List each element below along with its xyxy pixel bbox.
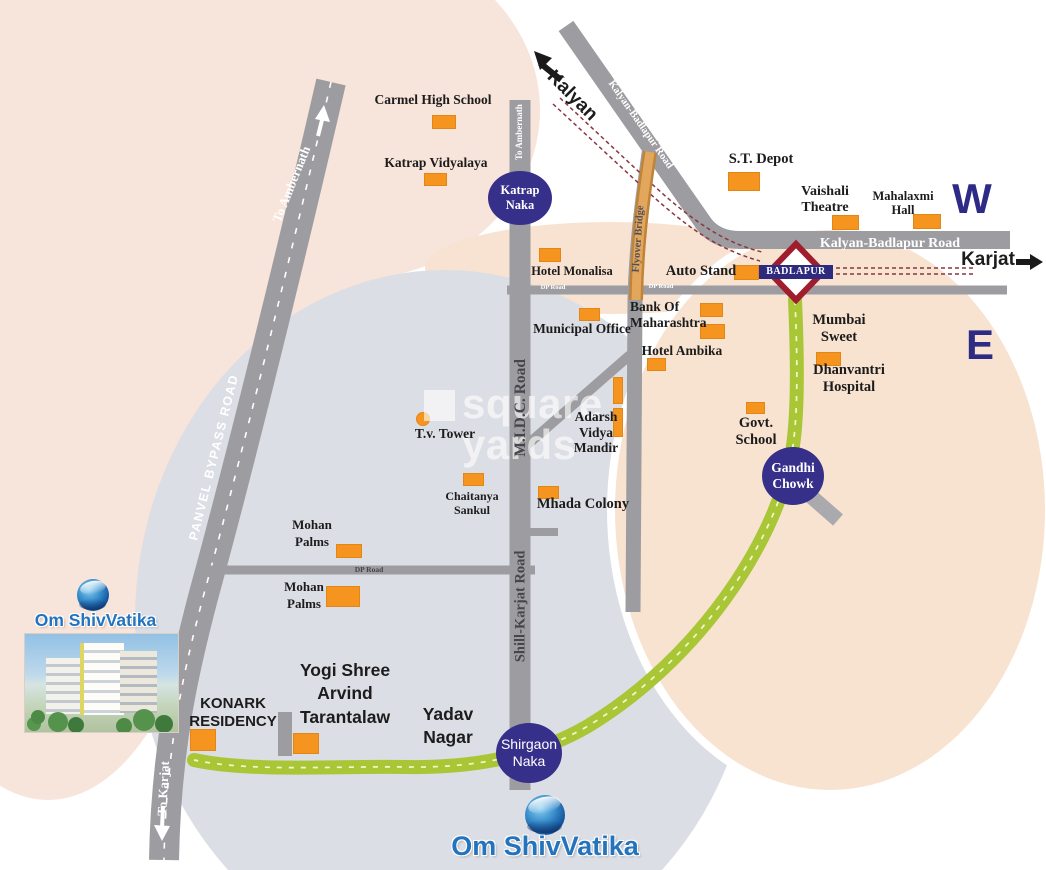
project-logo-icon-bottom <box>525 795 565 835</box>
shirgaon-naka-junction: Shirgaon Naka <box>496 723 562 783</box>
watermark-line1: square <box>462 380 603 427</box>
south-arrow-icon <box>154 825 170 841</box>
label-to-ambernath-vertical: To Ambernath <box>513 104 524 161</box>
karjat-arrow-icon <box>1030 254 1043 270</box>
kalyan-arrow-icon <box>534 51 552 70</box>
label-auto-stand: Auto Stand <box>665 263 737 279</box>
badlapur-station-label: BADLAPUR <box>759 265 833 279</box>
marker-chaitanya-sankul <box>463 473 484 486</box>
label-midc-road: M.I.D.C. Road <box>512 359 530 457</box>
marker-municipal-office <box>579 308 600 321</box>
kalyan-badlapur-road <box>558 20 1010 249</box>
marker-hotel-ambika <box>647 358 666 371</box>
katrap-naka-junction: Katrap Naka <box>488 171 552 225</box>
marker-govt-school <box>746 402 765 414</box>
project-name-bottom: Om ShivVatika <box>451 831 639 861</box>
label-kalyan-badlapur-road-horizontal: Kalyan-Badlapur Road <box>819 236 961 251</box>
label-mahalaxmi-hall: Mahalaxmi Hall <box>872 189 934 218</box>
konark-stub-road <box>278 712 292 756</box>
label-govt-school: Govt. School <box>735 415 777 448</box>
marker-mohan-palms-2 <box>326 586 360 607</box>
panvel-bypass-centerline <box>163 81 332 861</box>
label-mhada-colony: Mhada Colony <box>536 496 630 512</box>
gandhi-chowk-junction: Gandhi Chowk <box>762 447 824 505</box>
railway-line-1 <box>552 103 761 262</box>
marker-vaishali-theatre <box>832 215 859 230</box>
marker-bank-of-maharashtra-1 <box>700 303 723 317</box>
label-dp-road-upper-2: DP Road <box>648 283 674 290</box>
watermark-line2: yards <box>462 421 577 469</box>
label-direction-east: E <box>965 321 994 368</box>
south-arrow-shaft <box>160 805 165 829</box>
marker-adarsh-vidya-mandir-2 <box>613 408 623 437</box>
label-carmel-high-school: Carmel High School <box>374 92 492 107</box>
peach-region-top <box>160 0 540 280</box>
marker-st-depot <box>728 172 760 191</box>
watermark: square yards <box>462 380 603 469</box>
project-building-photo <box>24 633 179 733</box>
label-municipal-office: Municipal Office <box>533 321 631 336</box>
label-katrap-vidyalaya: Katrap Vidyalaya <box>384 155 488 170</box>
label-direction-karjat: Karjat <box>961 249 1015 270</box>
diagonal-connector-road <box>523 351 634 449</box>
label-dp-road-lower: DP Road <box>354 565 384 574</box>
project-name-left: Om ShivVatika <box>34 610 157 630</box>
marker-hotel-monalisa <box>539 248 561 262</box>
label-yogi-shree: Yogi Shree Arvind Tarantalaw <box>299 660 391 727</box>
label-tv-tower: T.v. Tower <box>414 426 476 441</box>
flyover-bridge-road-inner <box>631 151 655 301</box>
marker-carmel-high-school <box>432 115 456 129</box>
label-shill-karjat-road: Shill-Karjat Road <box>512 550 529 663</box>
marker-konark-residency-2 <box>293 733 319 754</box>
marker-konark-residency-1 <box>190 729 216 751</box>
label-mohan-palms-1: Mohan Palms <box>292 517 332 549</box>
label-mumbai-sweet: Mumbai Sweet <box>812 312 866 345</box>
label-hotel-ambika: Hotel Ambika <box>641 343 723 358</box>
north-arrow-icon <box>315 105 330 122</box>
marker-katrap-vidyalaya <box>424 173 447 186</box>
label-yadav-nagar: Yadav Nagar <box>422 704 474 747</box>
label-chaitanya-sankul: Chaitanya Sankul <box>445 489 499 517</box>
marker-mhada-colony <box>538 486 559 499</box>
marker-mahalaxmi-hall <box>913 214 941 229</box>
marker-auto-stand <box>734 265 759 280</box>
marker-mohan-palms-1 <box>336 544 362 558</box>
label-bank-of-maharashtra: Bank Of Maharashtra <box>630 299 707 330</box>
marker-adarsh-vidya-mandir-1 <box>613 377 623 404</box>
label-konark-residency: KONARK RESIDENCY <box>189 695 277 730</box>
building-wing-right <box>119 650 157 714</box>
label-st-depot: S.T. Depot <box>728 151 794 167</box>
label-adarsh-vidya-mandir: Adarsh Vidya Mandir <box>573 409 619 456</box>
building-wing-left <box>46 657 81 715</box>
trees <box>31 710 45 724</box>
building-tower-main <box>80 642 124 716</box>
green-road-centerline <box>193 299 798 769</box>
label-hotel-monalisa: Hotel Monalisa <box>531 264 613 278</box>
marker-bank-of-maharashtra-2 <box>700 324 725 339</box>
label-direction-west: W <box>952 175 992 222</box>
label-mohan-palms-2: Mohan Palms <box>284 579 324 611</box>
label-dp-road-upper-1: DP Road <box>540 284 566 291</box>
project-logo-icon-left <box>77 579 109 611</box>
label-vaishali-theatre: Vaishali Theatre <box>801 184 849 216</box>
watermark-square-icon <box>424 390 455 421</box>
label-dhanvantri-hospital: Dhanvantri Hospital <box>813 362 885 395</box>
railway-line-2 <box>559 97 763 253</box>
marker-mumbai-sweet <box>816 352 841 366</box>
